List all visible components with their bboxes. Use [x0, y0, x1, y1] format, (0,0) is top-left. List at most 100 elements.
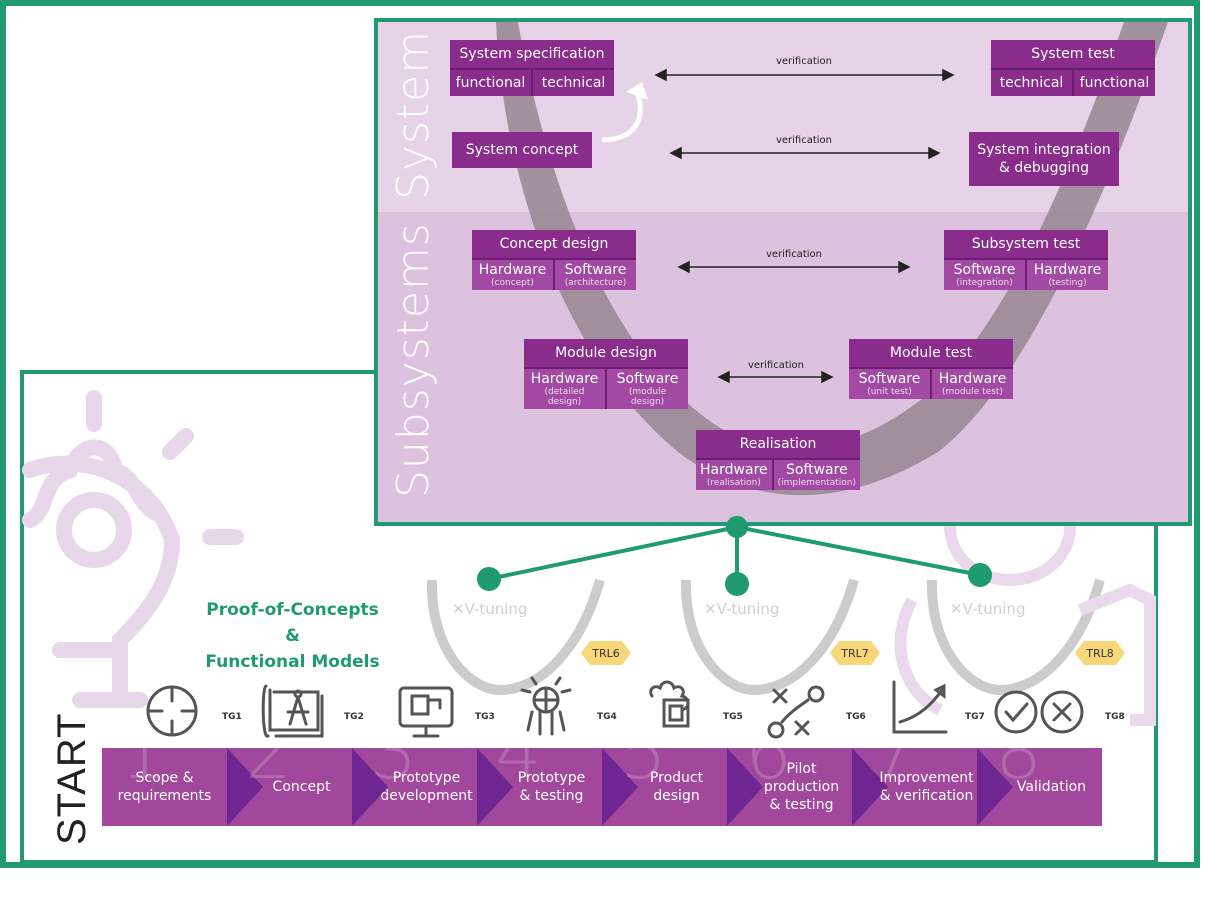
chevron-icon [477, 748, 513, 826]
toll-gate-label: TG6 [846, 712, 866, 722]
step-label-line: Prototype [392, 770, 461, 786]
box-left: Hardware(realisation) [696, 460, 772, 490]
concept-design-box: Concept design Hardware(concept) Softwar… [472, 230, 636, 290]
trl-badge: TRL8 [1075, 641, 1125, 665]
step-number: 5 [620, 748, 668, 796]
step-label-line: Validation [1016, 779, 1087, 795]
toll-gate-label: TG2 [344, 712, 364, 722]
v-model-panel: System Subsystems System specification f… [374, 18, 1192, 526]
poc-line: & [285, 626, 300, 646]
trl-badge: TRL7 [830, 641, 880, 665]
verification-label: verification [775, 135, 833, 146]
step-label: Improvement& verification [855, 769, 973, 805]
verification-arrows [654, 68, 955, 384]
step-label-line: & testing [519, 788, 584, 804]
verification-label: verification [747, 360, 805, 371]
box-title: System test [991, 40, 1155, 70]
step-number: 4 [495, 748, 543, 796]
step-label-line: Pilot [786, 761, 817, 777]
box-line: & debugging [998, 160, 1090, 176]
outer-frame [0, 0, 1200, 868]
system-integration-box: System integration & debugging [969, 132, 1119, 186]
box-title: Subsystem test [944, 230, 1108, 260]
box-right: technical [531, 70, 614, 96]
box-line: System integration [977, 142, 1111, 158]
check-cross-icon [994, 690, 1084, 734]
box-right: Hardware(module test) [930, 369, 1013, 399]
box-left: Hardware(concept) [472, 260, 553, 290]
chevron-icon [977, 748, 1013, 826]
step-number: 7 [870, 748, 918, 796]
step-number: 8 [995, 748, 1043, 796]
box-title: Module design [524, 339, 688, 369]
box-left: Hardware(detailed design) [524, 369, 605, 409]
step-label: Scope & requirements [118, 769, 212, 805]
toll-gate-label: TG1 [222, 712, 242, 722]
chevron-icon [602, 748, 638, 826]
box-left: technical [999, 75, 1064, 91]
v-tuning-logo: ✕V-tuning [704, 600, 780, 618]
step-label: Pilot production & testing [740, 760, 839, 814]
box-title: System specification [450, 40, 614, 70]
box-right: Software(implementation) [771, 460, 860, 490]
network-gear-icon [520, 676, 572, 736]
chevron-icon [227, 748, 263, 826]
verification-label: verification [765, 249, 823, 260]
v-tuning-logo: ✕V-tuning [950, 600, 1026, 618]
step-label: Prototype development [356, 769, 472, 805]
step-label-line: Prototype [517, 770, 586, 786]
verification-label: verification [775, 56, 833, 67]
toll-gate-label: TG8 [1105, 712, 1125, 722]
step-label-line: Scope & [135, 770, 194, 786]
box-left: Software(unit test) [849, 369, 930, 399]
start-label: START [50, 712, 94, 845]
strategy-icon [767, 685, 825, 739]
box-title: Concept design [472, 230, 636, 260]
step-label: Validation [993, 778, 1086, 796]
subsystem-test-box: Subsystem test Software(integration) Har… [944, 230, 1108, 290]
box-title: Module test [849, 339, 1013, 369]
step-label-line: Product [649, 770, 704, 786]
step-label-line: requirements [117, 788, 212, 804]
module-test-box: Module test Software(unit test) Hardware… [849, 339, 1013, 399]
growth-chart-icon [892, 680, 948, 734]
step-label-line: & testing [769, 797, 834, 813]
lightbulb-gear-icon [22, 390, 244, 708]
system-specification-box: System specification functional technical [450, 40, 614, 96]
box-right: Software(architecture) [553, 260, 636, 290]
poc-line: Proof-of-Concepts [206, 600, 379, 620]
step-number: 2 [245, 748, 293, 796]
step-number: 3 [370, 748, 418, 796]
chevron-icon [852, 748, 888, 826]
poc-label: Proof-of-Concepts & Functional Models [180, 597, 405, 675]
step-label-line: & verification [879, 788, 974, 804]
step-label-line: development [380, 788, 473, 804]
toll-gate-label: TG4 [597, 712, 617, 722]
box-right: Hardware(testing) [1025, 260, 1108, 290]
realisation-box: Realisation Hardware(realisation) Softwa… [696, 430, 860, 490]
step-label: Concept [249, 778, 331, 796]
toll-gate-label: TG5 [723, 712, 743, 722]
step-label: Prototype & testing [494, 769, 586, 805]
chevron-icon [727, 748, 763, 826]
step-number: 1 [120, 748, 168, 796]
trl-badge: TRL6 [581, 641, 631, 665]
box-title: Realisation [696, 430, 860, 460]
step-label-line: design [653, 788, 700, 804]
step-label-line: production [763, 779, 840, 795]
monitor-design-icon [398, 686, 454, 738]
gear-chip-icon [649, 680, 690, 728]
v-tuning-logo-icons [426, 578, 1105, 696]
crosshair-icon [146, 685, 198, 737]
toll-gate-label: TG3 [475, 712, 495, 722]
box-left: functional [455, 75, 526, 91]
